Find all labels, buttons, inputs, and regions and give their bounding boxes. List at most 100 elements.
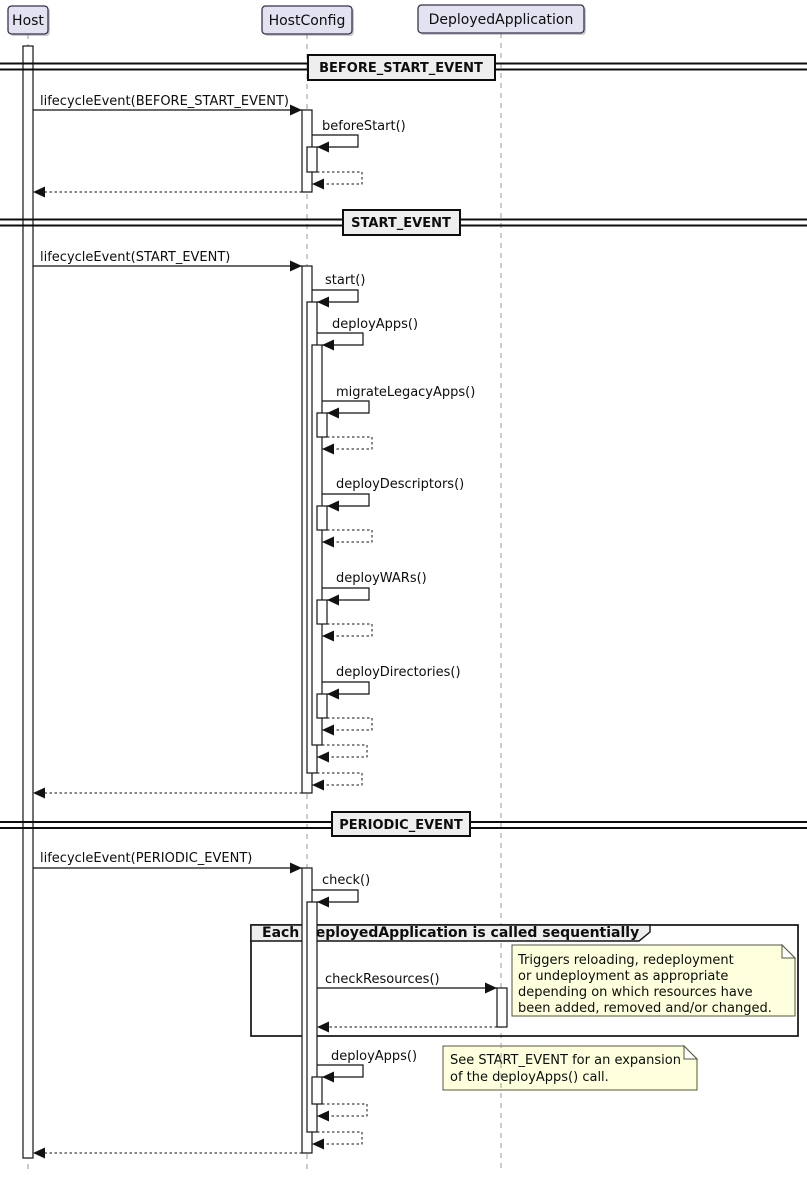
arrowhead-left-icon bbox=[312, 1138, 324, 1150]
message-check-resources: checkResources() bbox=[317, 972, 497, 994]
message-label: deployDescriptors() bbox=[336, 477, 464, 492]
message-label: lifecycleEvent(PERIODIC_EVENT) bbox=[40, 851, 252, 866]
message-label: migrateLegacyApps() bbox=[336, 385, 475, 400]
message-label: deployDirectories() bbox=[336, 665, 461, 680]
note-line: been added, removed and/or changed. bbox=[518, 1001, 772, 1016]
group-label-pentagon bbox=[250, 924, 651, 942]
arrowhead-left-icon bbox=[327, 407, 339, 419]
participant-deployedapplication: DeployedApplication bbox=[417, 4, 586, 35]
self-return-line bbox=[312, 171, 363, 185]
arrowhead-left-icon bbox=[312, 779, 324, 791]
self-return-line bbox=[312, 1131, 363, 1145]
divider-periodic-event: PERIODIC_EVENT bbox=[0, 811, 807, 837]
divider-label: BEFORE_START_EVENT bbox=[319, 61, 483, 76]
arrowhead-left-icon bbox=[322, 724, 334, 736]
self-call-line bbox=[312, 289, 359, 303]
return-check bbox=[312, 1131, 363, 1150]
arrowhead-right-icon bbox=[290, 260, 302, 272]
participant-box bbox=[7, 5, 49, 35]
message-label: checkResources() bbox=[325, 972, 440, 987]
return-before-start bbox=[312, 171, 363, 190]
message-lifecycle-periodic: lifecycleEvent(PERIODIC_EVENT) bbox=[33, 851, 302, 874]
group-each-deployedapplication: Each DeployedApplication is called seque… bbox=[250, 924, 799, 1037]
arrowhead-left-icon bbox=[322, 1071, 334, 1083]
message-deploy-directories: deployDirectories() bbox=[322, 665, 461, 700]
activation-deploy-directories bbox=[316, 693, 328, 719]
divider-box bbox=[307, 54, 496, 81]
message-deploy-wars: deployWARs() bbox=[322, 571, 427, 606]
divider-before-start-event: BEFORE_START_EVENT bbox=[0, 54, 807, 81]
arrowhead-left-icon bbox=[327, 594, 339, 606]
arrowhead-left-icon bbox=[317, 1110, 329, 1122]
message-check: check() bbox=[312, 873, 370, 908]
participant-box bbox=[417, 4, 585, 34]
note-line: of the deployApps() call. bbox=[450, 1070, 609, 1085]
message-deploy-apps: deployApps() bbox=[317, 317, 418, 351]
activation-deployedapplication bbox=[496, 987, 508, 1028]
note-check-resources: Triggers reloading, redeployment or unde… bbox=[511, 943, 797, 1017]
divider-start-event: START_EVENT bbox=[0, 209, 807, 236]
message-migrate-legacy-apps: migrateLegacyApps() bbox=[322, 385, 475, 419]
return-deploy-apps-periodic bbox=[317, 1103, 368, 1122]
arrowhead-left-icon bbox=[317, 751, 329, 763]
divider-box bbox=[331, 811, 471, 837]
message-lifecycle-start: lifecycleEvent(START_EVENT) bbox=[33, 250, 302, 272]
message-start: start() bbox=[312, 273, 365, 308]
message-deploy-apps-periodic: deployApps() bbox=[317, 1049, 417, 1083]
participant-hostconfig: HostConfig bbox=[261, 5, 354, 36]
self-call-line bbox=[317, 332, 364, 346]
self-return-line bbox=[317, 1103, 368, 1117]
self-call-line bbox=[322, 400, 370, 414]
divider-label: PERIODIC_EVENT bbox=[339, 818, 463, 833]
participant-label: DeployedApplication bbox=[429, 12, 574, 28]
self-call-line bbox=[312, 889, 359, 903]
arrowhead-left-icon bbox=[312, 178, 324, 190]
return-start bbox=[312, 772, 363, 791]
participant-box bbox=[261, 5, 353, 35]
self-return-line bbox=[322, 717, 373, 731]
message-label: lifecycleEvent(BEFORE_START_EVENT) bbox=[40, 94, 289, 109]
arrowhead-left-icon bbox=[317, 141, 329, 153]
note-fold-corner-icon bbox=[781, 943, 797, 959]
note-line: or undeployment as appropriate bbox=[518, 969, 728, 984]
arrowhead-right-icon bbox=[290, 104, 302, 116]
divider-box bbox=[342, 209, 461, 236]
arrowhead-left-icon bbox=[327, 500, 339, 512]
activation-check bbox=[306, 901, 318, 1133]
self-return-line bbox=[322, 529, 373, 543]
message-deploy-descriptors: deployDescriptors() bbox=[322, 477, 464, 512]
message-label: start() bbox=[325, 273, 365, 288]
return-check-resources bbox=[317, 1021, 497, 1033]
group-label: Each DeployedApplication is called seque… bbox=[262, 925, 639, 941]
note-line: depending on which resources have bbox=[518, 985, 753, 1000]
return-deploy-apps bbox=[317, 744, 368, 763]
arrowhead-left-icon bbox=[327, 688, 339, 700]
arrowhead-left-icon bbox=[322, 443, 334, 455]
message-label: check() bbox=[322, 873, 370, 888]
self-return-line bbox=[317, 744, 368, 758]
participant-label: HostConfig bbox=[269, 13, 346, 29]
participant-host: Host bbox=[7, 5, 50, 36]
activation-deploy-wars bbox=[316, 599, 328, 625]
arrowhead-left-icon bbox=[317, 1021, 329, 1033]
activation-migrate-legacy-apps bbox=[316, 412, 328, 438]
message-before-start: beforeStart() bbox=[312, 119, 406, 153]
self-return-line bbox=[322, 436, 373, 450]
return-lifecycle-start bbox=[33, 787, 302, 799]
self-call-line bbox=[312, 134, 359, 148]
self-return-line bbox=[312, 772, 363, 786]
self-call-line bbox=[322, 587, 370, 601]
arrowhead-left-icon bbox=[317, 296, 329, 308]
divider-label: START_EVENT bbox=[351, 216, 451, 231]
message-label: beforeStart() bbox=[322, 119, 406, 134]
activation-before-start-inner bbox=[306, 146, 318, 173]
activation-host bbox=[22, 45, 34, 1159]
message-label: lifecycleEvent(START_EVENT) bbox=[40, 250, 230, 265]
return-deploy-descriptors bbox=[322, 529, 373, 548]
note-deploy-apps: See START_EVENT for an expansion of the … bbox=[442, 1044, 699, 1091]
activation-deploy-apps bbox=[311, 344, 323, 746]
return-deploy-wars bbox=[322, 623, 373, 642]
message-label: deployWARs() bbox=[336, 571, 427, 586]
return-lifecycle-before-start bbox=[33, 186, 302, 198]
